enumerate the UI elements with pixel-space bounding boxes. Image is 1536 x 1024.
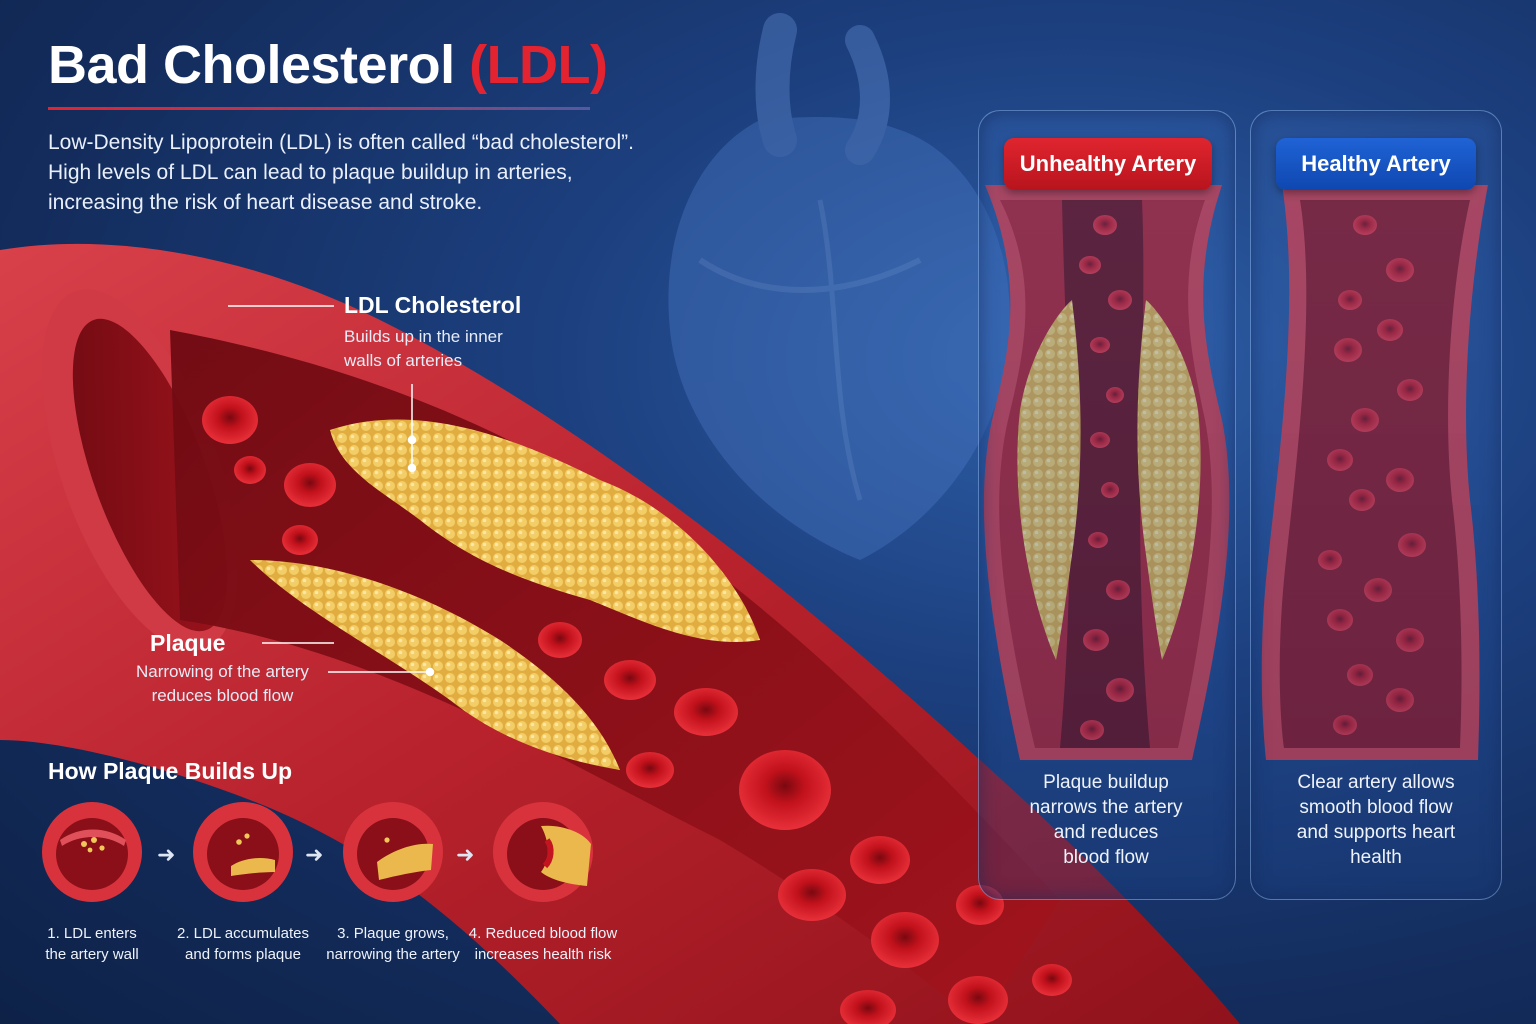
- step-1-caption: 1. LDL enters the artery wall: [17, 923, 167, 965]
- intro-text: Low-Density Lipoprotein (LDL) is often c…: [48, 128, 658, 218]
- caption-line: blood flow: [1063, 847, 1149, 868]
- plaque-callout-heading: Plaque: [150, 630, 226, 656]
- step-caption-line: and forms plaque: [185, 946, 301, 963]
- plaque-callout-heading-wrap: Plaque: [150, 630, 225, 663]
- heart-silhouette: [668, 13, 1010, 561]
- plaque-callout-line: Narrowing of the artery: [136, 662, 309, 681]
- step-caption-line: 3. Plaque grows,: [337, 925, 449, 942]
- caption-line: and supports heart: [1296, 822, 1456, 843]
- unhealthy-artery-art: [983, 185, 1230, 760]
- caption-line: Clear artery allows: [1297, 772, 1455, 793]
- step-2-caption: 2. LDL accumulates and forms plaque: [168, 923, 318, 965]
- plaque-callout-line: reduces blood flow: [151, 686, 294, 705]
- plaque-callout: Narrowing of the artery reduces blood fl…: [136, 660, 309, 708]
- step-3-disc: [343, 802, 443, 902]
- step-1-disc: [42, 802, 142, 902]
- step-2: 2. LDL accumulates and forms plaque: [168, 800, 318, 965]
- caption-line: narrows the artery: [1029, 797, 1183, 818]
- step-caption-line: 2. LDL accumulates: [176, 925, 309, 942]
- caption-line: and reduces: [1053, 822, 1159, 843]
- step-4-caption: 4. Reduced blood flow increases health r…: [468, 923, 618, 965]
- healthy-artery-art: [1261, 185, 1488, 760]
- step-caption-line: the artery wall: [45, 946, 139, 963]
- page-title: Bad Cholesterol (LDL): [48, 34, 608, 96]
- unhealthy-artery-badge: Unhealthy Artery: [1004, 138, 1212, 190]
- title-accent: (LDL): [469, 35, 608, 95]
- intro-line: Low-Density Lipoprotein (LDL) is often c…: [48, 131, 634, 154]
- step-caption-line: 1. LDL enters: [47, 925, 137, 942]
- ldl-callout: LDL Cholesterol Builds up in the inner w…: [344, 292, 521, 373]
- leader-lines: [228, 305, 435, 677]
- step-3-caption: 3. Plaque grows, narrowing the artery: [318, 923, 468, 965]
- healthy-artery-caption: Clear artery allows smooth blood flow an…: [1250, 770, 1502, 870]
- arrow-right-icon: ➜: [157, 842, 176, 867]
- step-3: 3. Plaque grows, narrowing the artery: [318, 800, 468, 965]
- intro-line: High levels of LDL can lead to plaque bu…: [48, 161, 573, 184]
- step-caption-line: 4. Reduced blood flow: [468, 925, 618, 942]
- step-caption-line: narrowing the artery: [326, 946, 460, 963]
- ldl-callout-line: walls of arteries: [344, 351, 463, 370]
- artery-cutaway: [0, 243, 1240, 1024]
- caption-line: smooth blood flow: [1299, 797, 1453, 818]
- unhealthy-artery-panel: [978, 110, 1236, 900]
- title-underline: [48, 107, 590, 110]
- healthy-artery-badge: Healthy Artery: [1276, 138, 1476, 190]
- caption-line: health: [1350, 847, 1402, 868]
- step-1: 1. LDL enters the artery wall: [17, 800, 167, 965]
- healthy-artery-panel: [1250, 110, 1502, 900]
- unhealthy-artery-caption: Plaque buildup narrows the artery and re…: [978, 770, 1234, 870]
- ldl-callout-line: Builds up in the inner: [344, 327, 503, 346]
- caption-line: Plaque buildup: [1043, 772, 1169, 793]
- arrow-right-icon: ➜: [305, 842, 324, 867]
- title-main: Bad Cholesterol: [48, 35, 455, 95]
- step-4: 4. Reduced blood flow increases health r…: [468, 800, 618, 965]
- ldl-callout-heading: LDL Cholesterol: [344, 292, 522, 318]
- step-2-disc: [193, 802, 293, 902]
- arrow-right-icon: ➜: [456, 842, 475, 867]
- steps-title: How Plaque Builds Up: [48, 758, 293, 784]
- intro-line: increasing the risk of heart disease and…: [48, 191, 483, 214]
- step-caption-line: increases health risk: [474, 946, 612, 963]
- step-4-disc: [493, 802, 593, 902]
